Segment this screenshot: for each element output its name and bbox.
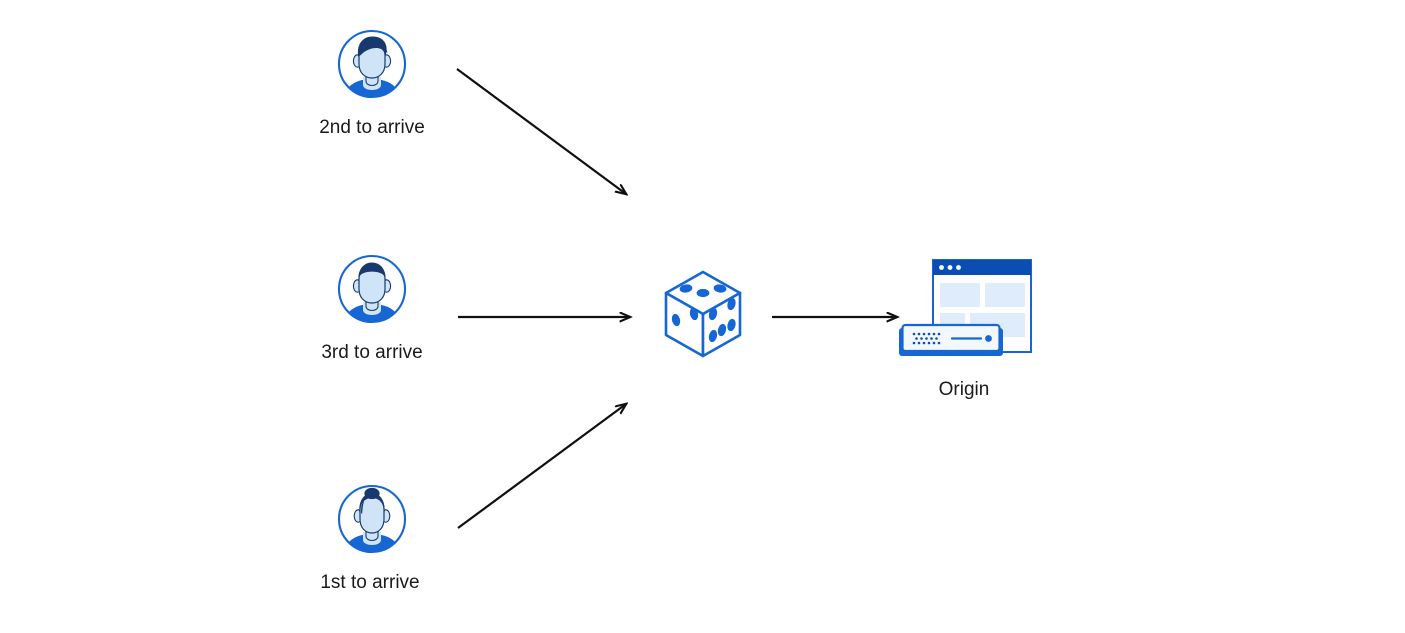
user-avatar-icon bbox=[336, 483, 408, 555]
node-origin: Origin bbox=[893, 256, 1035, 399]
node-visitor-2nd: 2nd to arrive bbox=[319, 28, 425, 137]
arrow-visitor-1st-to-load-balancer bbox=[457, 404, 626, 529]
node-label-visitor-2nd: 2nd to arrive bbox=[319, 117, 425, 138]
dice-icon bbox=[660, 268, 746, 360]
node-load-balancer bbox=[660, 268, 746, 360]
origin-server-icon bbox=[893, 256, 1035, 366]
arrow-visitor-2nd-to-load-balancer bbox=[456, 68, 626, 194]
node-label-visitor-1st: 1st to arrive bbox=[320, 572, 420, 593]
node-label-origin: Origin bbox=[938, 379, 990, 400]
node-label-visitor-3rd: 3rd to arrive bbox=[321, 342, 423, 363]
user-avatar-icon bbox=[336, 253, 408, 325]
node-visitor-3rd: 3rd to arrive bbox=[321, 253, 423, 362]
user-avatar-icon bbox=[336, 28, 408, 100]
server-device-shape bbox=[899, 323, 1003, 356]
node-visitor-1st: 1st to arrive bbox=[320, 483, 420, 592]
